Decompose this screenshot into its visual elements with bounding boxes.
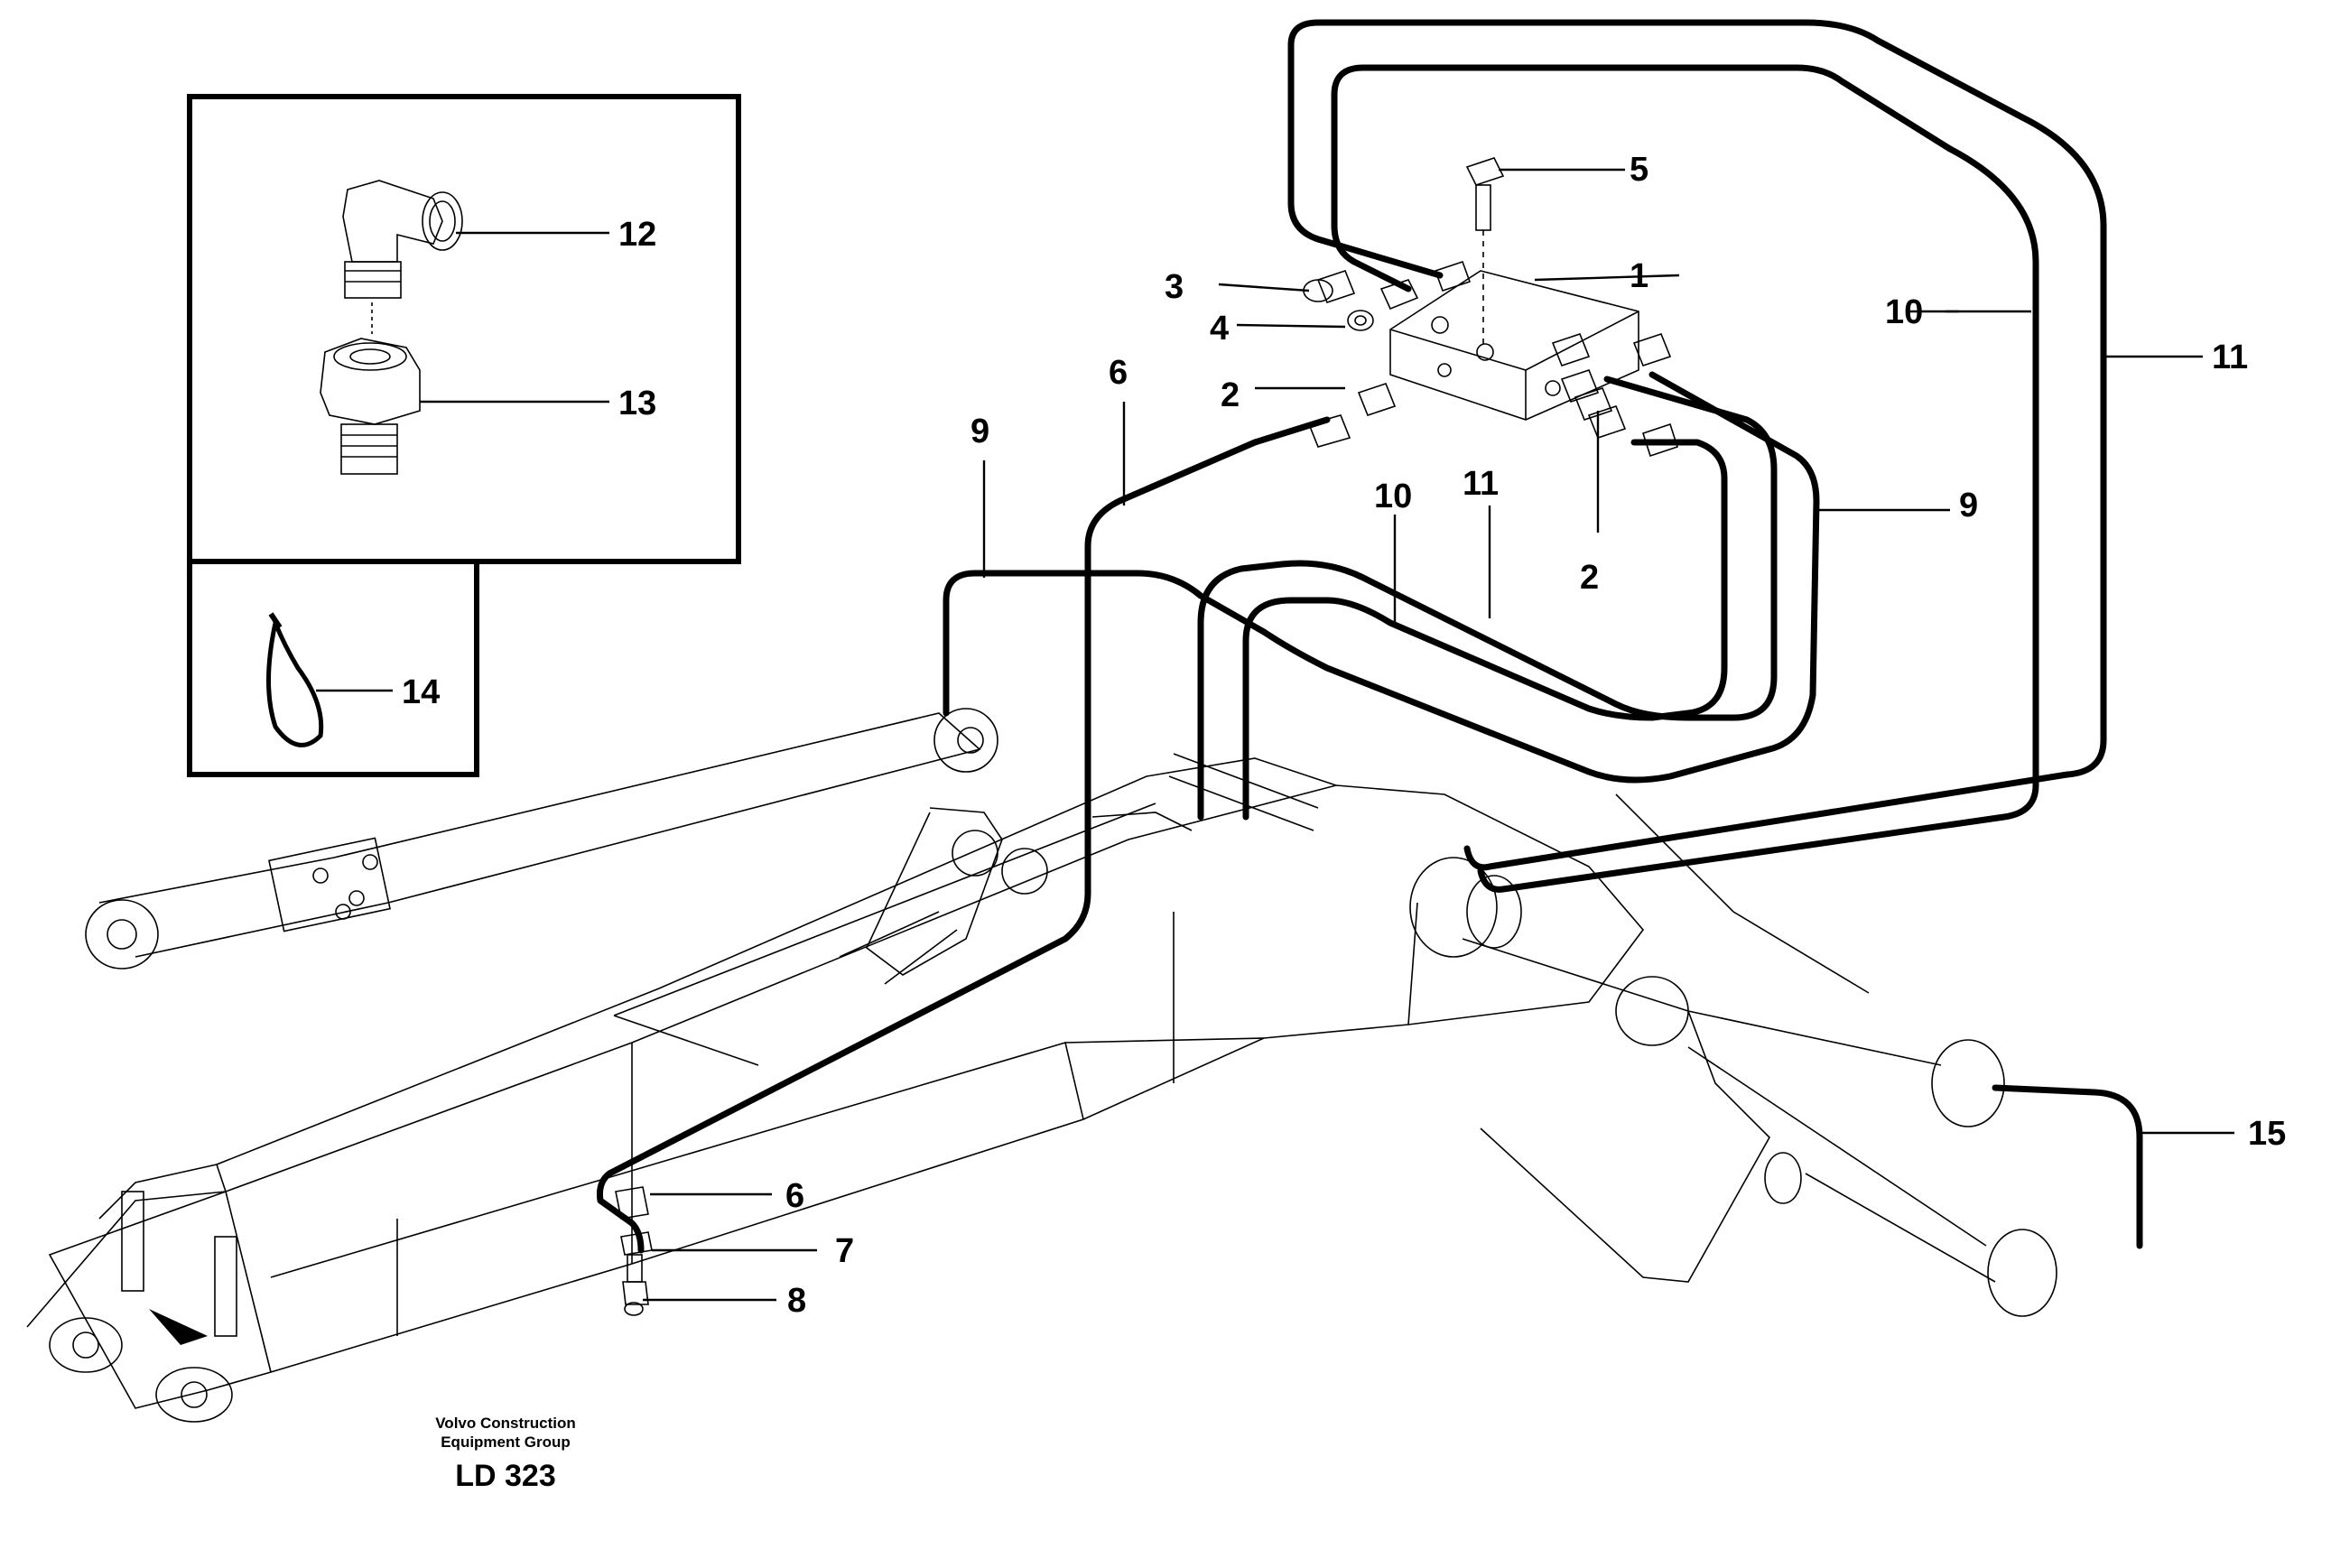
callout-9-right: 9 xyxy=(1959,487,1978,524)
callout-5: 5 xyxy=(1630,151,1648,189)
callout-6-top: 6 xyxy=(1109,354,1128,392)
callout-13: 13 xyxy=(618,385,656,422)
callout-4: 4 xyxy=(1210,310,1229,348)
callout-10-right: 10 xyxy=(1885,293,1923,331)
adapter-fitting-icon xyxy=(320,302,421,475)
drawing-code: LD 323 xyxy=(455,1459,556,1493)
callout-9-left: 9 xyxy=(970,413,989,450)
boom-structure xyxy=(26,708,2057,1423)
manufacturer-caption: Volvo Construction Equipment Group LD 32… xyxy=(388,1414,623,1494)
hoses xyxy=(597,19,2143,1254)
elbow-fitting-icon xyxy=(342,180,463,299)
detail-inset-fittings xyxy=(187,94,741,777)
callout-11-middle: 11 xyxy=(1463,465,1499,503)
bottom-fittings xyxy=(615,1186,653,1316)
distribution-block xyxy=(1389,270,1639,421)
callout-6-bottom: 6 xyxy=(785,1177,804,1215)
caption-company-line1: Volvo Construction xyxy=(435,1415,576,1432)
callout-14: 14 xyxy=(402,673,440,711)
callout-11-right: 11 xyxy=(2212,339,2248,376)
callout-7: 7 xyxy=(835,1232,854,1270)
callout-3: 3 xyxy=(1165,268,1184,306)
callout-15: 15 xyxy=(2248,1115,2286,1153)
callout-2-left: 2 xyxy=(1221,376,1240,414)
block-fittings xyxy=(1303,260,1679,458)
cable-tie-icon xyxy=(266,612,324,747)
callout-10-middle: 10 xyxy=(1374,478,1412,515)
bolt-icon xyxy=(1465,157,1505,348)
callout-8: 8 xyxy=(787,1282,806,1320)
callout-labels: 1 2 2 3 4 5 6 6 7 8 9 9 10 10 11 11 12 1… xyxy=(402,151,2286,1320)
leader-lines xyxy=(316,168,2234,1302)
callout-12: 12 xyxy=(618,216,656,254)
caption-company-line2: Equipment Group xyxy=(441,1433,571,1451)
callout-1: 1 xyxy=(1630,257,1648,295)
callout-2-right: 2 xyxy=(1580,559,1599,597)
